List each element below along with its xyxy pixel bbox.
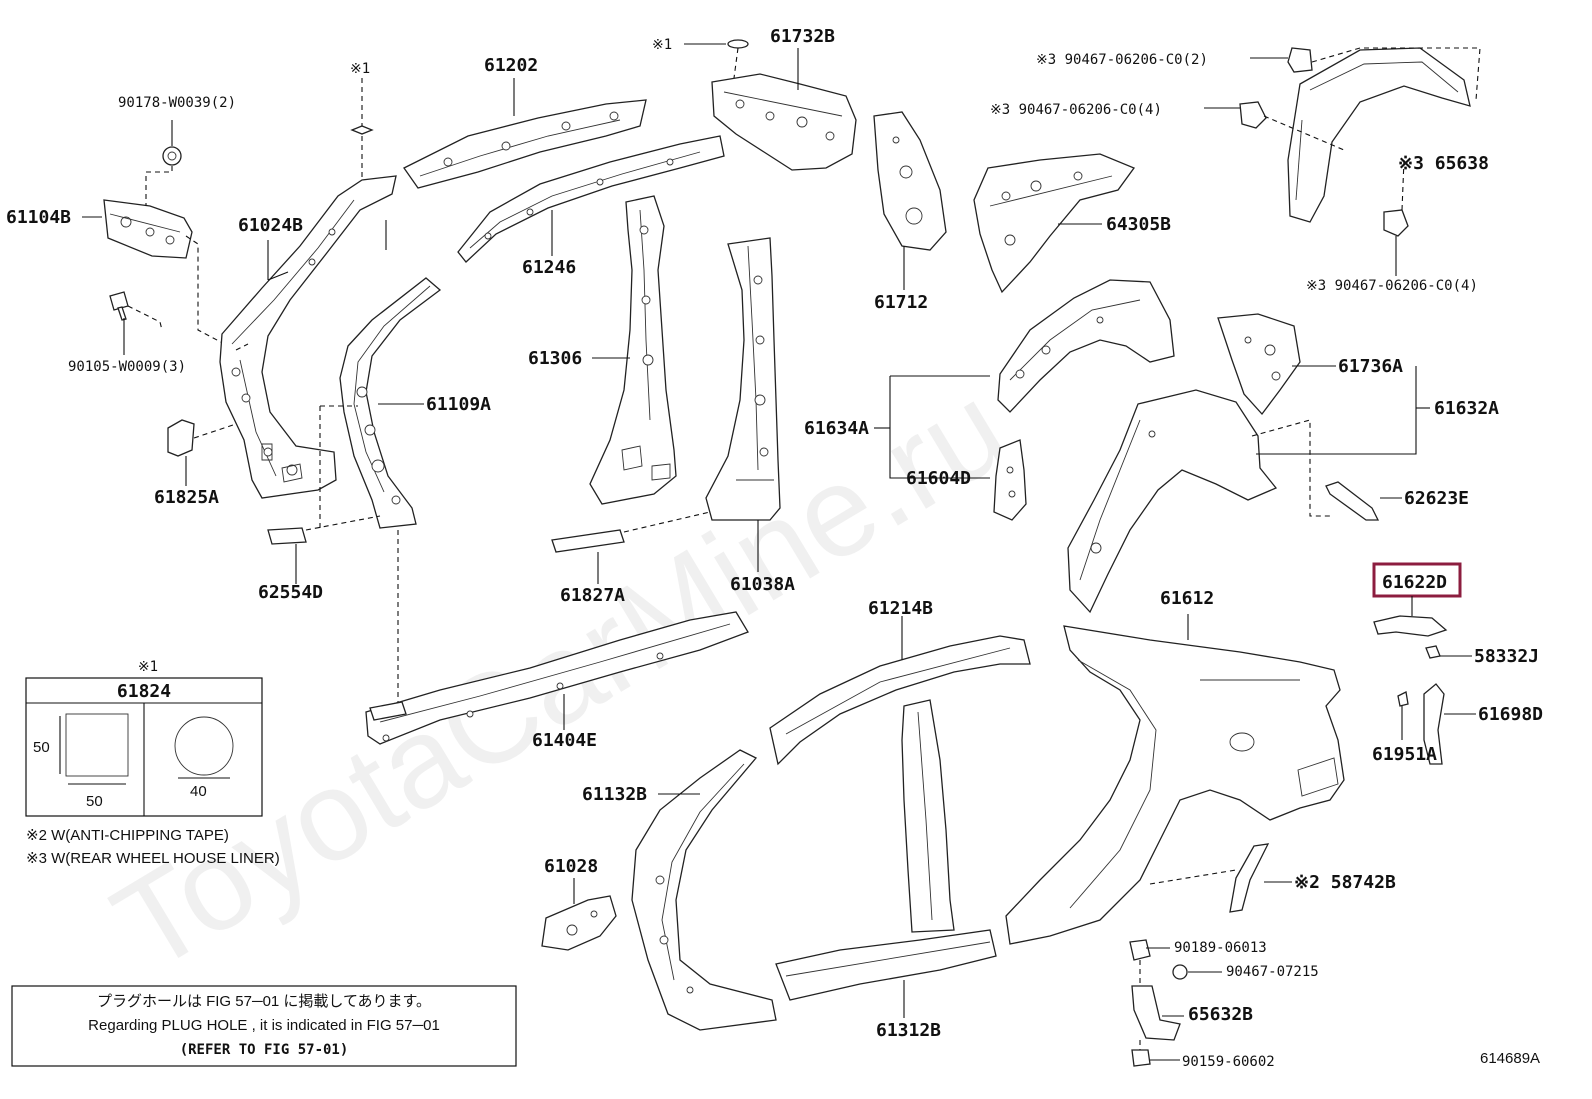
figure-code: 614689A <box>1480 1050 1540 1067</box>
reference-note-box: プラグホールは FIG 57─01 に掲載してあります。 Regarding P… <box>11 985 517 1067</box>
label-61214B[interactable]: 61214B <box>868 598 933 619</box>
part-61712[interactable] <box>873 111 947 251</box>
highlight-box-61622D <box>1372 562 1462 598</box>
label-61109A[interactable]: 61109A <box>426 394 491 415</box>
part-61698D[interactable] <box>1423 683 1445 765</box>
part-61632A-inner-quarter[interactable] <box>1067 389 1278 614</box>
part-62554D[interactable] <box>267 527 307 545</box>
part-labels: 90178-W0039(2) 61104B 90105-W0009(3) 618… <box>6 26 1543 1070</box>
part-61404E[interactable] <box>365 611 749 745</box>
label-61404E[interactable]: 61404E <box>532 730 597 751</box>
ref-line-en: Regarding PLUG HOLE , it is indicated in… <box>88 1017 440 1034</box>
label-90467-b[interactable]: ※3 90467-06206-C0(4) <box>990 102 1162 118</box>
label-note1-b: ※1 <box>652 37 672 53</box>
label-61132B[interactable]: 61132B <box>582 784 647 805</box>
label-61951A[interactable]: 61951A <box>1372 744 1437 765</box>
label-61104B[interactable]: 61104B <box>6 207 71 228</box>
table-note-ref: ※1 <box>138 659 158 675</box>
part-61109A[interactable] <box>339 277 442 529</box>
part-65632B[interactable] <box>1131 985 1181 1041</box>
label-61202[interactable]: 61202 <box>484 55 538 76</box>
label-65632B[interactable]: 65632B <box>1188 1004 1253 1025</box>
part-61246[interactable] <box>457 135 725 263</box>
part-61634A[interactable] <box>997 279 1175 413</box>
square-side-dim: 50 <box>33 739 50 756</box>
round-plug-shape <box>174 716 234 776</box>
square-width-dim: 50 <box>86 793 103 810</box>
label-90467-a[interactable]: ※3 90467-06206-C0(2) <box>1036 52 1208 68</box>
ref-line-jp: プラグホールは FIG 57─01 に掲載してあります。 <box>97 993 431 1010</box>
part-61604D[interactable] <box>993 439 1027 521</box>
label-61736A[interactable]: 61736A <box>1338 356 1403 377</box>
label-65638[interactable]: ※3 65638 <box>1398 153 1489 174</box>
square-plug-shape <box>65 713 129 777</box>
label-61246[interactable]: 61246 <box>522 257 576 278</box>
nut-90467-b[interactable] <box>1239 101 1267 129</box>
label-61634A[interactable]: 61634A <box>804 418 869 439</box>
part-61312B[interactable] <box>775 929 997 1001</box>
label-61038A[interactable]: 61038A <box>730 574 795 595</box>
part-61024B[interactable] <box>219 175 397 499</box>
label-61024B[interactable]: 61024B <box>238 215 303 236</box>
bolt-90159[interactable] <box>1131 1049 1151 1067</box>
note-anti-chipping: ※2 W(ANTI-CHIPPING TAPE) <box>26 827 229 844</box>
label-note1-a: ※1 <box>350 61 370 77</box>
part-61951A[interactable] <box>1397 691 1409 707</box>
note-wheel-house: ※3 W(REAR WHEEL HOUSE LINER) <box>26 850 280 867</box>
ref-line-link[interactable]: (REFER TO FIG 57-01) <box>180 1042 349 1058</box>
label-64305B[interactable]: 64305B <box>1106 214 1171 235</box>
label-61632A[interactable]: 61632A <box>1434 398 1499 419</box>
part-61132B[interactable] <box>631 749 777 1031</box>
label-61825A[interactable]: 61825A <box>154 487 219 508</box>
part-61825A[interactable] <box>167 419 195 457</box>
label-58742B[interactable]: ※2 58742B <box>1294 872 1396 893</box>
label-61604D[interactable]: 61604D <box>906 468 971 489</box>
part-61104B[interactable] <box>103 199 193 259</box>
label-61612[interactable]: 61612 <box>1160 588 1214 609</box>
label-61732B[interactable]: 61732B <box>770 26 835 47</box>
label-90178[interactable]: 90178-W0039(2) <box>118 95 236 111</box>
clip-90467-07215[interactable] <box>1172 964 1188 980</box>
part-61827A[interactable] <box>551 529 625 553</box>
part-62623E[interactable] <box>1325 481 1380 521</box>
label-90189[interactable]: 90189-06013 <box>1174 940 1267 956</box>
part-65638[interactable] <box>1287 47 1471 223</box>
label-62554D[interactable]: 62554D <box>258 582 323 603</box>
label-62623E[interactable]: 62623E <box>1404 488 1469 509</box>
label-61827A[interactable]: 61827A <box>560 585 625 606</box>
label-61698D[interactable]: 61698D <box>1478 704 1543 725</box>
label-90159[interactable]: 90159-60602 <box>1182 1054 1275 1070</box>
nut-90178[interactable] <box>162 146 182 166</box>
part-61736A[interactable] <box>1217 313 1301 416</box>
part-61214B[interactable] <box>769 635 1031 933</box>
part-61038A[interactable] <box>705 237 781 521</box>
nut-90467-c[interactable] <box>1383 209 1409 237</box>
label-61306[interactable]: 61306 <box>528 348 582 369</box>
bolt-90105[interactable] <box>109 291 129 321</box>
part-61622D[interactable] <box>1373 615 1448 637</box>
part-61612[interactable] <box>1005 625 1345 945</box>
label-90467-07215[interactable]: 90467-07215 <box>1226 964 1319 980</box>
label-58332J[interactable]: 58332J <box>1474 646 1539 667</box>
label-90105[interactable]: 90105-W0009(3) <box>68 359 186 375</box>
label-61312B[interactable]: 61312B <box>876 1020 941 1041</box>
circle-diameter-dim: 40 <box>190 783 207 800</box>
part-61202[interactable] <box>403 99 647 189</box>
part-61732B[interactable] <box>711 73 857 171</box>
table-part-number: 61824 <box>117 681 171 702</box>
label-61028[interactable]: 61028 <box>544 856 598 877</box>
plug-hole-table: ※1 61824 50 50 40 <box>25 659 263 817</box>
part-64305B[interactable] <box>973 153 1136 294</box>
part-58742B[interactable] <box>1229 843 1270 913</box>
clip-90189[interactable] <box>1129 939 1151 961</box>
part-61306[interactable] <box>589 195 677 505</box>
label-61622D[interactable]: 61622D <box>1382 572 1447 593</box>
label-61712[interactable]: 61712 <box>874 292 928 313</box>
label-90467-c[interactable]: ※3 90467-06206-C0(4) <box>1306 278 1478 294</box>
part-61028[interactable] <box>541 895 617 951</box>
part-58332J[interactable] <box>1425 645 1441 659</box>
nut-90467-a[interactable] <box>1287 47 1313 73</box>
